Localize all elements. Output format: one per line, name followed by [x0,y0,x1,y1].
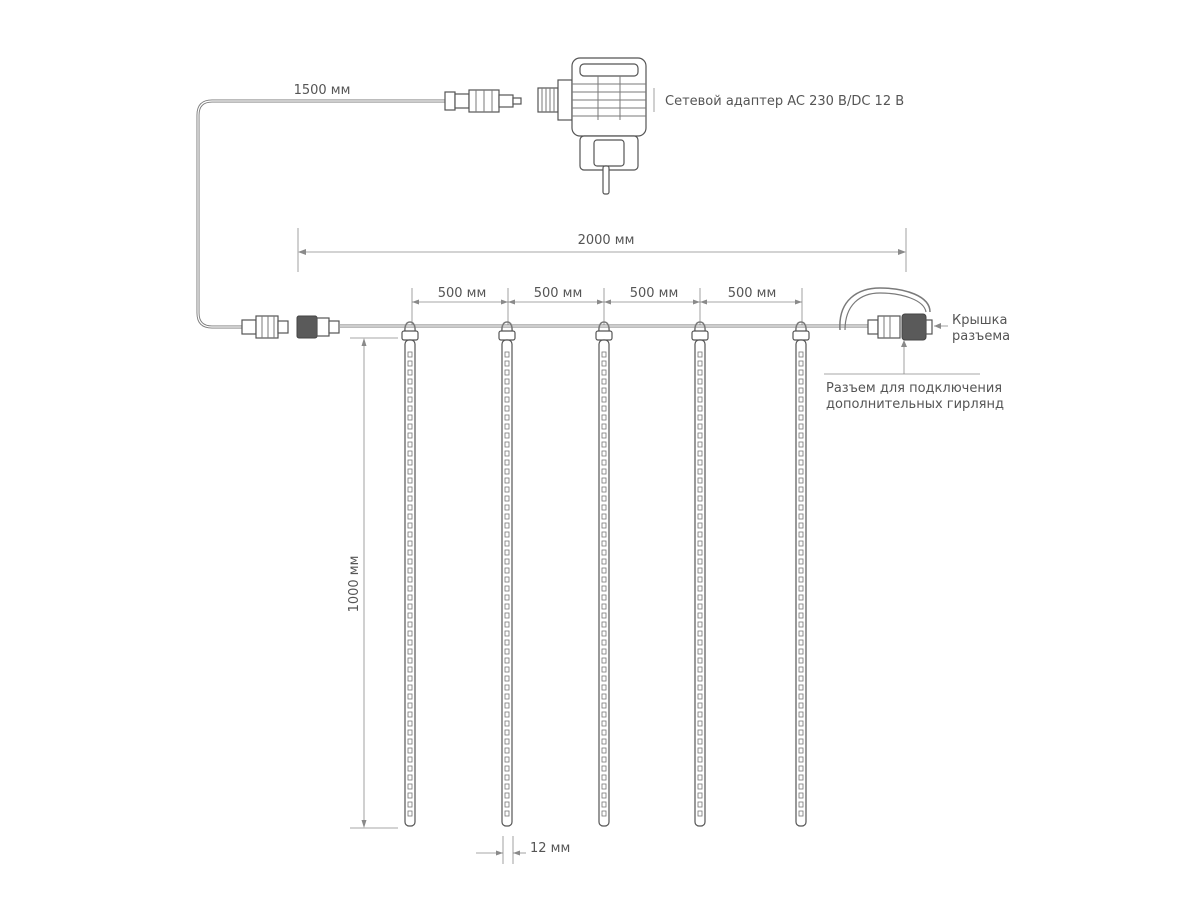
led-tube-3 [595,321,613,827]
led-tube-2 [498,321,516,827]
adapter-label: Сетевой адаптер AC 230 В/DC 12 В [665,94,904,109]
tube-length-dimension [350,337,398,829]
tube-diameter-dimension [476,836,526,864]
led-tube-4 [691,321,709,827]
output-connector [839,287,933,341]
spacing-label-3: 500 мм [630,286,679,301]
spacing-label-4: 500 мм [728,286,777,301]
input-connector [241,315,340,339]
spacing-label-2: 500 мм [534,286,583,301]
led-tubes [401,321,810,827]
cover-label-line1: Крышка [952,313,1007,328]
led-tube-1 [401,321,419,827]
spacing-label-1: 500 мм [438,286,487,301]
power-adapter-icon [537,57,647,195]
cover-label-line2: разъема [952,329,1010,344]
connector-label-line2: дополнительных гирлянд [826,397,1004,412]
cable-length-label: 1500 мм [294,83,351,98]
tube-diameter-label: 12 мм [530,841,570,856]
cable-plug [444,89,522,113]
tube-length-label: 1000 мм [347,556,362,613]
power-cable [196,99,445,329]
led-tube-5 [792,321,810,827]
total-width-label: 2000 мм [578,233,635,248]
spacing-dimensions [411,288,803,325]
total-width-dimension [297,228,907,272]
connector-label-line1: Разъем для подключения [826,381,1002,396]
